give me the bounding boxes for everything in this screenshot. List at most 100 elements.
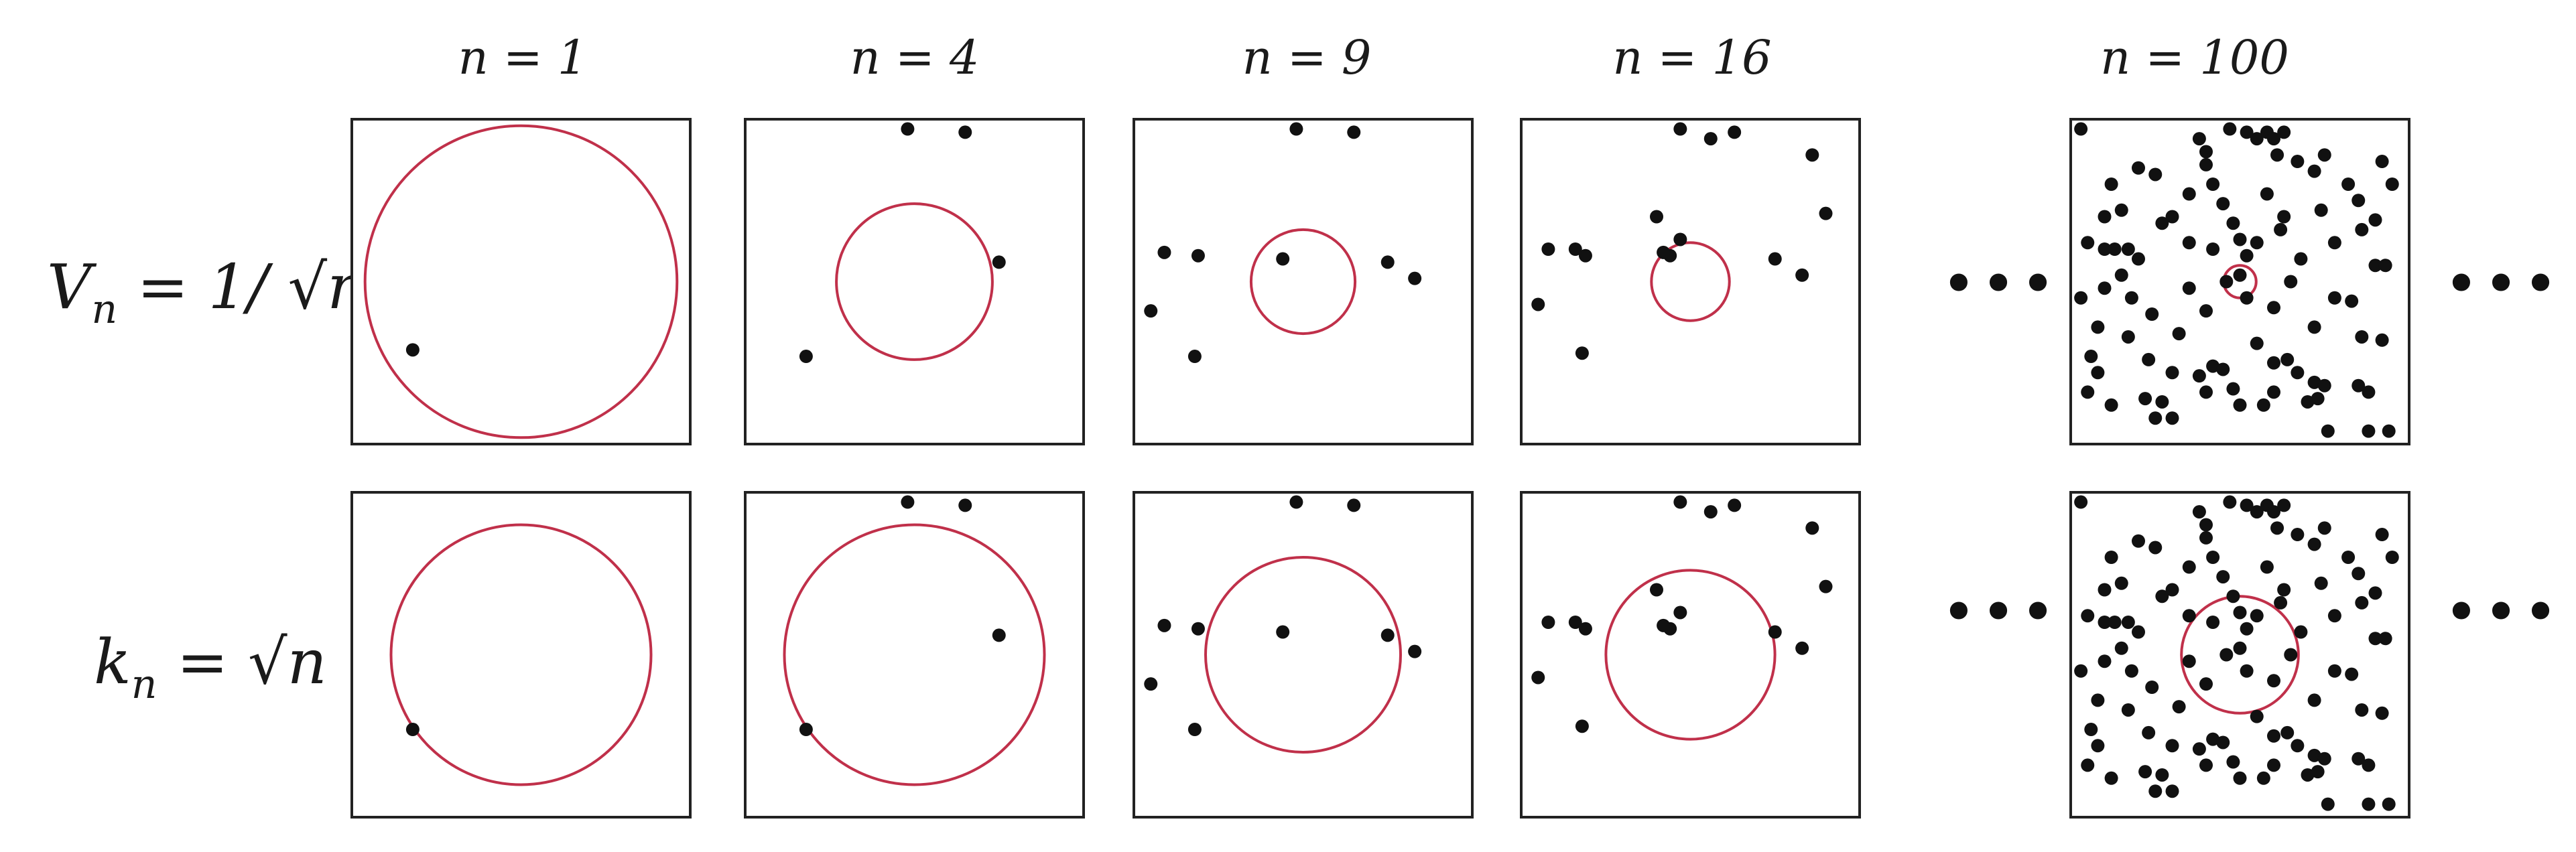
sample-point xyxy=(2182,187,2196,201)
panel-frame xyxy=(1520,491,1861,819)
window-circle xyxy=(2180,595,2300,715)
sample-point xyxy=(2138,392,2152,406)
sample-point xyxy=(2352,567,2366,581)
sample-point xyxy=(2317,752,2331,766)
sample-point xyxy=(2121,242,2135,256)
window-circle xyxy=(835,202,994,361)
sample-point xyxy=(1531,297,1545,311)
sample-point xyxy=(2216,197,2230,211)
sample-point xyxy=(2206,359,2220,373)
sample-point xyxy=(2267,674,2280,688)
sample-point xyxy=(2114,203,2128,217)
sample-point xyxy=(2240,291,2254,305)
sample-point xyxy=(2233,771,2247,785)
panel-frame xyxy=(350,118,692,445)
sample-point xyxy=(2206,242,2220,256)
sample-point xyxy=(2277,210,2291,224)
sample-point xyxy=(2165,784,2179,798)
row-label-parzen-rhs: = 1/ √n xyxy=(117,251,367,323)
sample-point xyxy=(2327,609,2341,623)
sample-point xyxy=(2081,236,2095,250)
sample-point xyxy=(2250,609,2264,623)
sample-point xyxy=(2148,541,2163,555)
sample-point xyxy=(2199,157,2213,171)
sample-point xyxy=(2321,797,2335,811)
sample-point xyxy=(2182,281,2196,295)
sample-point xyxy=(1347,125,1361,139)
panel-frame xyxy=(744,491,1085,819)
sample-point xyxy=(2142,352,2156,366)
row-label-knn-subscript: n xyxy=(131,661,157,708)
sample-point xyxy=(1650,210,1663,224)
sample-point xyxy=(1703,505,1718,519)
column-label-n4: n = 4 xyxy=(850,30,980,85)
sample-point xyxy=(2155,768,2169,782)
sample-point xyxy=(1187,350,1202,364)
sample-point xyxy=(2182,654,2196,668)
sample-point xyxy=(2192,132,2206,146)
panel-parzen-n9 xyxy=(1133,118,1474,445)
sample-point xyxy=(2274,595,2288,610)
panel-knn-n4 xyxy=(744,491,1085,819)
sample-point xyxy=(2240,664,2254,678)
panel-grid xyxy=(350,118,2410,819)
ellipsis-row2-mid: ••• xyxy=(1941,577,2059,648)
sample-point xyxy=(2199,145,2213,159)
sample-point xyxy=(2098,281,2112,295)
sample-point xyxy=(2226,382,2240,396)
sample-point xyxy=(1703,132,1718,146)
window-circle xyxy=(1249,228,1357,336)
sample-point xyxy=(2098,654,2112,668)
sample-point xyxy=(2284,275,2298,289)
sample-point xyxy=(1541,242,1555,256)
sample-point xyxy=(2216,362,2230,376)
sample-point xyxy=(1276,625,1290,639)
sample-point xyxy=(2250,132,2264,146)
sample-point xyxy=(2250,336,2264,350)
sample-point xyxy=(2250,505,2264,519)
panel-frame xyxy=(744,118,1085,445)
sample-point xyxy=(2256,398,2270,412)
sample-point xyxy=(2385,551,2399,564)
sample-point xyxy=(405,723,420,737)
sample-point xyxy=(2138,765,2152,779)
sample-point xyxy=(2206,616,2220,629)
sample-point xyxy=(1819,206,1833,220)
sample-point xyxy=(2267,729,2280,743)
sample-point xyxy=(1157,618,1171,632)
sample-point xyxy=(2074,291,2088,305)
sample-point xyxy=(2223,495,2237,509)
sample-point xyxy=(2301,395,2315,409)
sample-point xyxy=(2355,595,2369,610)
window-circle xyxy=(1650,241,1731,322)
sample-point xyxy=(2307,375,2321,389)
sample-point xyxy=(2206,732,2220,746)
sample-point xyxy=(2216,735,2230,750)
sample-point xyxy=(2321,424,2335,438)
sample-point xyxy=(958,125,972,139)
sample-point xyxy=(2314,203,2328,217)
sample-point xyxy=(2199,758,2213,772)
sample-point xyxy=(2341,551,2356,564)
sample-point xyxy=(2145,681,2159,694)
sample-point xyxy=(2317,378,2331,393)
sample-point xyxy=(1276,252,1290,266)
sample-point xyxy=(1568,242,1582,256)
sample-point xyxy=(2233,398,2247,412)
sample-point xyxy=(2291,366,2305,380)
sample-point xyxy=(2084,723,2098,737)
panel-parzen-n100 xyxy=(2069,118,2410,445)
sample-point xyxy=(2382,797,2396,811)
sample-point xyxy=(2124,291,2138,305)
panel-knn-n100 xyxy=(2069,491,2410,819)
sample-point xyxy=(2091,739,2105,753)
sample-point xyxy=(2291,155,2305,169)
sample-point xyxy=(1380,255,1395,269)
sample-point xyxy=(1289,122,1303,136)
sample-point xyxy=(2260,560,2274,574)
sample-point xyxy=(2206,178,2220,191)
sample-point xyxy=(2260,187,2274,201)
sample-point xyxy=(2182,560,2196,574)
sample-point xyxy=(992,255,1006,269)
sample-point xyxy=(2314,576,2328,590)
